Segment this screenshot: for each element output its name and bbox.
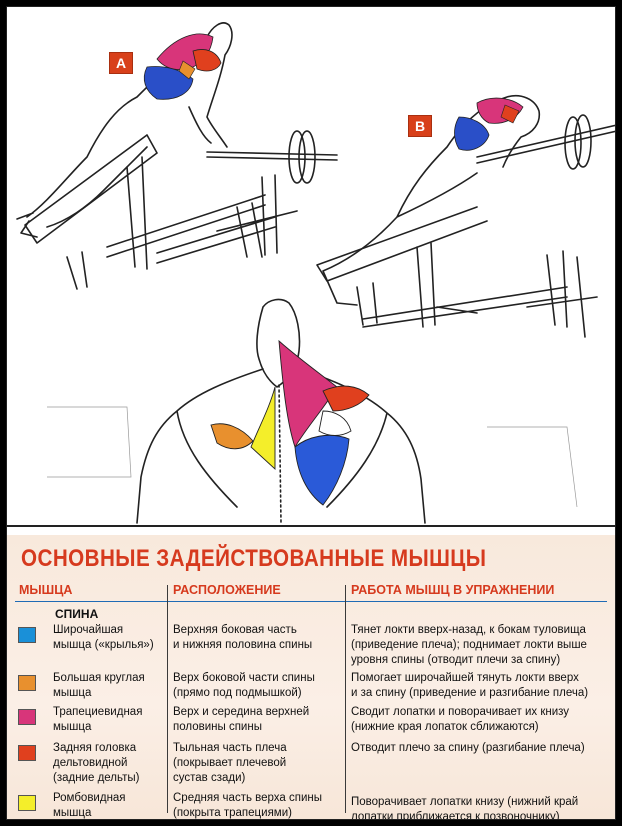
plate-a2: [298, 130, 316, 184]
muscle-cell: Ромбовидная мышца: [53, 791, 163, 819]
label-a-badge: A: [109, 52, 133, 74]
work-line: (приведение плеча); поднимает локти выше: [351, 639, 587, 651]
muscle-line: (задние дельты): [53, 772, 140, 784]
work-cell: Сводит лопатки и поворачивает их книзу (…: [351, 705, 613, 735]
location-line: и нижняя половина спины: [173, 639, 313, 651]
muscle-line: мышца («крылья»): [53, 639, 154, 651]
muscles-table-panel: ОСНОВНЫЕ ЗАДЕЙСТВОВАННЫЕ МЫШЦЫ МЫШЦА РАС…: [7, 535, 615, 819]
location-line: Средняя часть верха спины: [173, 792, 323, 804]
bench-a-frame: [24, 134, 298, 290]
muscle-line: мышца: [53, 687, 92, 699]
column-divider-1: [167, 585, 168, 813]
muscle-line: Широчайшая: [53, 624, 124, 636]
location-line: (покрывает плечевой: [173, 757, 287, 769]
work-cell: Поворачивает лопатки книзу (нижний край …: [351, 795, 613, 820]
color-swatch: [18, 745, 36, 761]
sketch-overlay-b: [487, 426, 578, 508]
muscle-a-deltoid: [192, 49, 222, 72]
work-line: Отводит плечо за спину (разгибание плеча…: [351, 742, 585, 754]
section-back: СПИНА: [55, 607, 99, 621]
muscle-line: мышца: [53, 721, 92, 733]
plate-b2: [574, 114, 592, 168]
location-cell: Верхняя боковая часть и нижняя половина …: [173, 623, 343, 653]
muscle-line: Ромбовидная: [53, 792, 126, 804]
location-line: половины спины: [173, 721, 262, 733]
work-line: (нижние края лопаток сближаются): [351, 721, 539, 733]
exercise-drawing: [16, 22, 615, 524]
muscle-back-latissimus: [294, 434, 350, 506]
muscle-back-teres: [210, 423, 254, 450]
color-swatch: [18, 627, 36, 643]
work-line: лопатки приближается к позвоночнику): [351, 811, 560, 820]
work-line: Сводит лопатки и поворачивает их книзу: [351, 706, 570, 718]
location-cell: Верх боковой части спины (прямо под подм…: [173, 671, 343, 701]
muscle-line: мышца: [53, 807, 92, 819]
header-muscle: МЫШЦА: [19, 583, 73, 597]
header-divider: [15, 601, 607, 602]
location-line: сустав сзади): [173, 772, 246, 784]
barbell-a: [206, 151, 338, 161]
muscle-back-rhomboid: [250, 386, 276, 471]
muscle-back-deltoid: [322, 385, 370, 412]
work-line: Поворачивает лопатки книзу (нижний край: [351, 796, 579, 808]
location-line: (покрыта трапециями): [173, 807, 292, 819]
sketch-overlay-a: [47, 406, 132, 478]
muscle-cell: Задняя головка дельтовидной (задние дель…: [53, 741, 163, 786]
muscle-line: дельтовидной: [53, 757, 128, 769]
muscle-a-teres: [178, 60, 196, 80]
muscle-line: Трапециевидная: [53, 706, 143, 718]
muscle-cell: Большая круглая мышца: [53, 671, 163, 701]
location-line: Верх и середина верхней: [173, 706, 310, 718]
work-line: и за спину (приведение и разгибание плеч…: [351, 687, 589, 699]
location-cell: Тыльная часть плеча (покрывает плечевой …: [173, 741, 343, 786]
muscle-cell: Трапециевидная мышца: [53, 705, 163, 735]
work-cell: Отводит плечо за спину (разгибание плеча…: [351, 741, 613, 756]
plate-a1: [288, 130, 306, 184]
plate-b1: [564, 116, 582, 170]
location-line: (прямо под подмышкой): [173, 687, 302, 699]
work-line: уровня спины (отводит плечи за спину): [351, 654, 561, 666]
header-location: РАСПОЛОЖЕНИЕ: [173, 583, 281, 597]
muscle-back-shoulder-blade: [318, 410, 352, 436]
table-title: ОСНОВНЫЕ ЗАДЕЙСТВОВАННЫЕ МЫШЦЫ: [21, 545, 487, 572]
spine-line: [278, 384, 282, 524]
muscle-b-latissimus: [454, 116, 490, 151]
header-work: РАБОТА МЫШЦ В УПРАЖНЕНИИ: [351, 583, 555, 597]
muscle-b-deltoid: [500, 104, 520, 124]
muscle-cell: Широчайшая мышца («крылья»): [53, 623, 163, 653]
location-cell: Средняя часть верха спины (покрыта трапе…: [173, 791, 343, 819]
muscle-line: Задняя головка: [53, 742, 137, 754]
color-swatch: [18, 675, 36, 691]
bench-b-frame: [316, 206, 598, 338]
muscle-a-latissimus: [143, 66, 194, 100]
color-swatch: [18, 795, 36, 811]
work-line: Тянет локти вверх-назад, к бокам туловищ…: [351, 624, 586, 636]
location-cell: Верх и середина верхней половины спины: [173, 705, 343, 735]
location-line: Верх боковой части спины: [173, 672, 315, 684]
work-cell: Помогает широчайшей тянуть локти вверх и…: [351, 671, 613, 701]
column-divider-2: [345, 585, 346, 813]
color-swatch: [18, 709, 36, 725]
work-line: Помогает широчайшей тянуть локти вверх: [351, 672, 579, 684]
page-frame: A B ОСНОВНЫЕ ЗАДЕЙСТВОВАННЫЕ МЫШЦЫ МЫШЦА…: [6, 6, 616, 820]
location-line: Верхняя боковая часть: [173, 624, 297, 636]
label-b-badge: B: [408, 115, 432, 137]
exercise-illustration: A B: [7, 7, 615, 527]
location-line: Тыльная часть плеча: [173, 742, 287, 754]
muscle-back-trapezius: [278, 339, 338, 449]
muscle-line: Большая круглая: [53, 672, 145, 684]
work-cell: Тянет локти вверх-назад, к бокам туловищ…: [351, 623, 613, 668]
barbell-b: [476, 124, 615, 164]
